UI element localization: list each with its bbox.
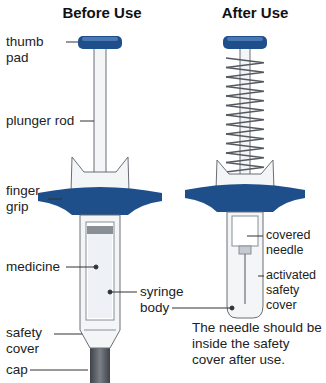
column-heading: After Use [205, 5, 305, 21]
part-label: finger grip [6, 183, 50, 215]
covered-needle-shape [244, 254, 245, 304]
part-label: plunger rod [6, 113, 84, 129]
note-text: The needle should be inside the safety c… [192, 320, 324, 368]
cover-line [84, 330, 116, 331]
column-heading: Before Use [52, 5, 152, 21]
finger-grip-after [185, 184, 305, 212]
part-label: thumb pad [6, 34, 68, 66]
thumb-pad-highlight-after [227, 37, 263, 41]
needle-hub [239, 246, 251, 254]
syringe-body-shape [86, 222, 114, 320]
thumb-pad-shape [78, 36, 122, 49]
stopper [87, 226, 113, 234]
medicine-fill [88, 234, 112, 318]
spring-coil [226, 125, 264, 135]
spring [226, 58, 264, 172]
spring-coil [226, 87, 264, 97]
thumb-pad-highlight [82, 37, 118, 41]
activated-cover-shape [227, 212, 263, 318]
spring-coil [226, 134, 264, 144]
part-label: activated safety cover [266, 268, 324, 313]
spring-coil [226, 58, 264, 68]
spring-coil [226, 96, 264, 106]
part-label: medicine [6, 259, 68, 275]
spring-coil [226, 115, 264, 125]
spring-coil [226, 163, 264, 173]
part-label: covered needle [266, 228, 324, 258]
spring-coil [226, 144, 264, 154]
part-label: syringe body [140, 284, 190, 316]
syringe-before [38, 36, 162, 383]
part-label: cap [6, 362, 36, 378]
barrel-after [232, 216, 258, 246]
collar [71, 157, 129, 192]
part-label: safety cover [6, 325, 56, 357]
spring-coil [226, 77, 264, 87]
spring-coil [226, 153, 264, 163]
spring-coil [226, 68, 264, 78]
thumb-pad-after [223, 36, 267, 49]
safety-cover-shape [80, 215, 120, 348]
spring-coil [226, 106, 264, 116]
finger-grip-shape [38, 187, 162, 215]
